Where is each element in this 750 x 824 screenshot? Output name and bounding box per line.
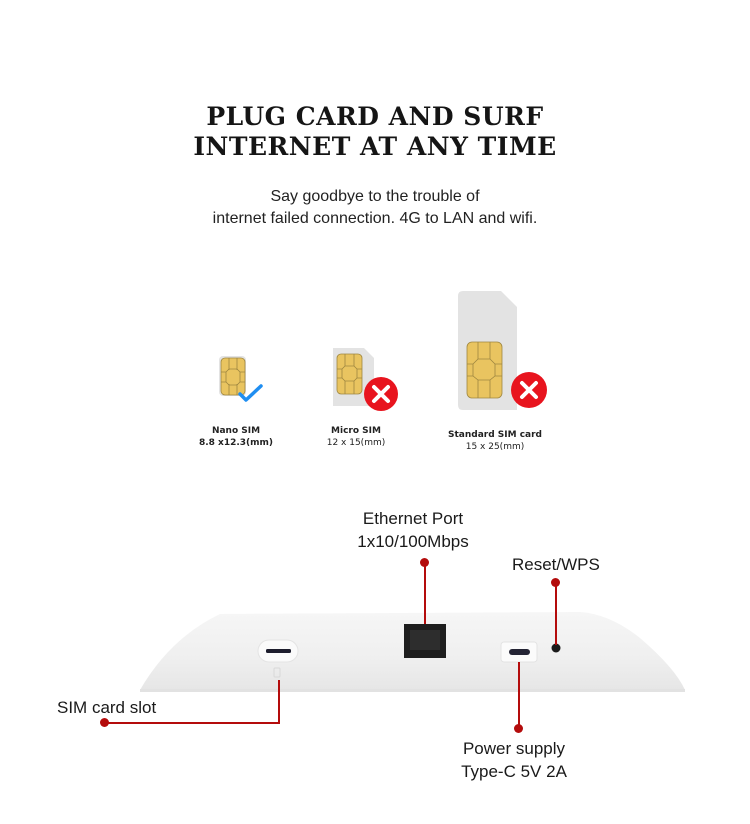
nano-sim-label: Nano SIM 8.8 x12.3(mm) [186,425,286,449]
power-supply-title: Power supply [462,739,566,758]
headline-line-1: PLUG CARD AND SURF [206,102,544,131]
sim-slot-pointer-dot [100,718,109,727]
ethernet-port-speed: 1x10/100Mbps [357,532,469,551]
micro-sim-illustration [326,344,402,414]
headline-line-2: INTERNET AT ANY TIME [193,132,557,161]
nano-sim-icon [219,356,263,402]
nano-sim-illustration [210,350,270,410]
micro-sim-size: 12 x 15(mm) [326,438,386,448]
micro-sim-name: Micro SIM [331,426,381,436]
ethernet-pointer-line [424,563,426,624]
subtitle-line-1: Say goodbye to the trouble of [270,188,480,205]
reset-wps-label: Reset/WPS [512,555,600,574]
micro-sim-icon [333,348,398,411]
sim-card-slot-label: SIM card slot [57,698,157,717]
nano-sim-name: Nano SIM [211,426,261,436]
subtitle-line-2: internet failed connection. 4G to LAN an… [212,210,538,227]
x-circle-icon [511,372,547,408]
standard-sim-illustration [455,288,555,413]
power-pointer-dot [514,724,523,733]
ethernet-port-callout: Ethernet Port 1x10/100Mbps [340,507,486,553]
standard-sim-name: Standard SIM card [447,430,542,440]
router-body [140,612,685,692]
ethernet-port-title: Ethernet Port [362,509,464,528]
power-supply-spec: Type-C 5V 2A [461,762,567,781]
reset-pointer-line [555,583,557,645]
micro-sim-label: Micro SIM 12 x 15(mm) [306,425,406,449]
checkmark-icon [238,384,263,402]
reset-pointer-dot [551,578,560,587]
standard-sim-label: Standard SIM card 15 x 25(mm) [425,429,565,453]
standard-sim-size: 15 x 25(mm) [465,442,525,452]
standard-sim-icon [458,291,547,410]
power-supply-callout: Power supply Type-C 5V 2A [444,737,584,783]
router-device [140,608,700,692]
x-circle-icon [364,377,398,411]
power-pointer-line [518,662,520,728]
ethernet-pointer-dot [420,558,429,567]
sim-slot-pointer-line-vertical [278,680,280,724]
sim-slot-pointer-line-horizontal [104,722,280,724]
nano-sim-size: 8.8 x12.3(mm) [198,438,274,448]
